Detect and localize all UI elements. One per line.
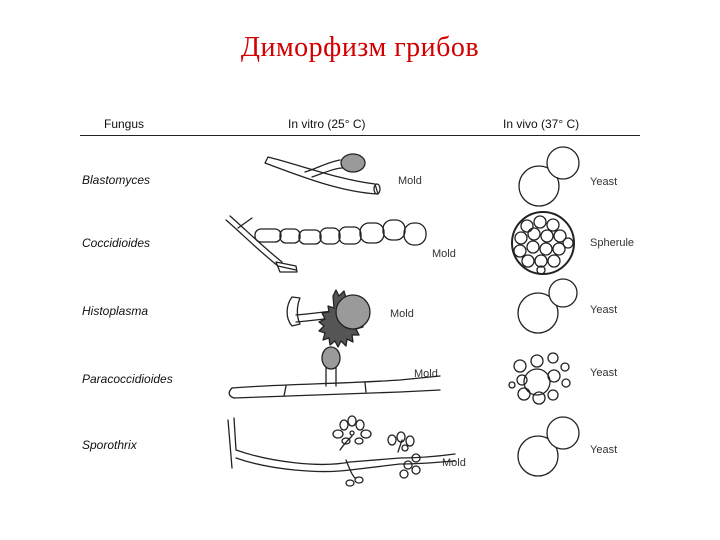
sporothrix-yeast-drawing <box>517 416 580 477</box>
vitro-label-blastomyces: Mold <box>398 175 422 187</box>
fungus-name-blastomyces: Blastomyces <box>82 173 151 187</box>
header-rule <box>80 135 640 136</box>
coccidioides-mold-drawing <box>225 215 427 273</box>
vitro-label-sporothrix: Mold <box>442 457 466 469</box>
vitro-label-histoplasma: Mold <box>390 308 414 320</box>
blastomyces-yeast-drawing <box>518 146 580 207</box>
vivo-label-paracoccidioides: Yeast <box>590 367 618 379</box>
coccidioides-spherule-drawing <box>511 211 575 275</box>
vivo-label-sporothrix: Yeast <box>590 444 618 456</box>
vivo-label-histoplasma: Yeast <box>590 304 618 316</box>
header-fungus: Fungus <box>104 117 145 131</box>
vivo-label-coccidioides: Spherule <box>590 237 635 249</box>
vitro-label-coccidioides: Mold <box>432 248 456 260</box>
sporothrix-mold-drawing <box>227 415 456 487</box>
fungus-name-coccidioides: Coccidioides <box>82 236 151 250</box>
paracoccidioides-mold-drawing <box>228 346 441 399</box>
histoplasma-yeast-drawing <box>517 278 578 334</box>
histoplasma-mold-drawing <box>286 289 371 348</box>
paracoccidioides-yeast-drawing <box>508 352 571 405</box>
fungus-name-sporothrix: Sporothrix <box>82 438 137 452</box>
header-in-vitro: In vitro (25° C) <box>288 117 366 131</box>
fungus-name-paracoccidioides: Paracoccidioides <box>82 372 173 386</box>
vivo-label-blastomyces: Yeast <box>590 176 618 188</box>
slide-title: Диморфизм грибов <box>240 32 480 63</box>
fungus-name-histoplasma: Histoplasma <box>82 304 149 318</box>
blastomyces-mold-drawing <box>264 153 381 195</box>
header-in-vivo: In vivo (37° C) <box>503 117 580 131</box>
